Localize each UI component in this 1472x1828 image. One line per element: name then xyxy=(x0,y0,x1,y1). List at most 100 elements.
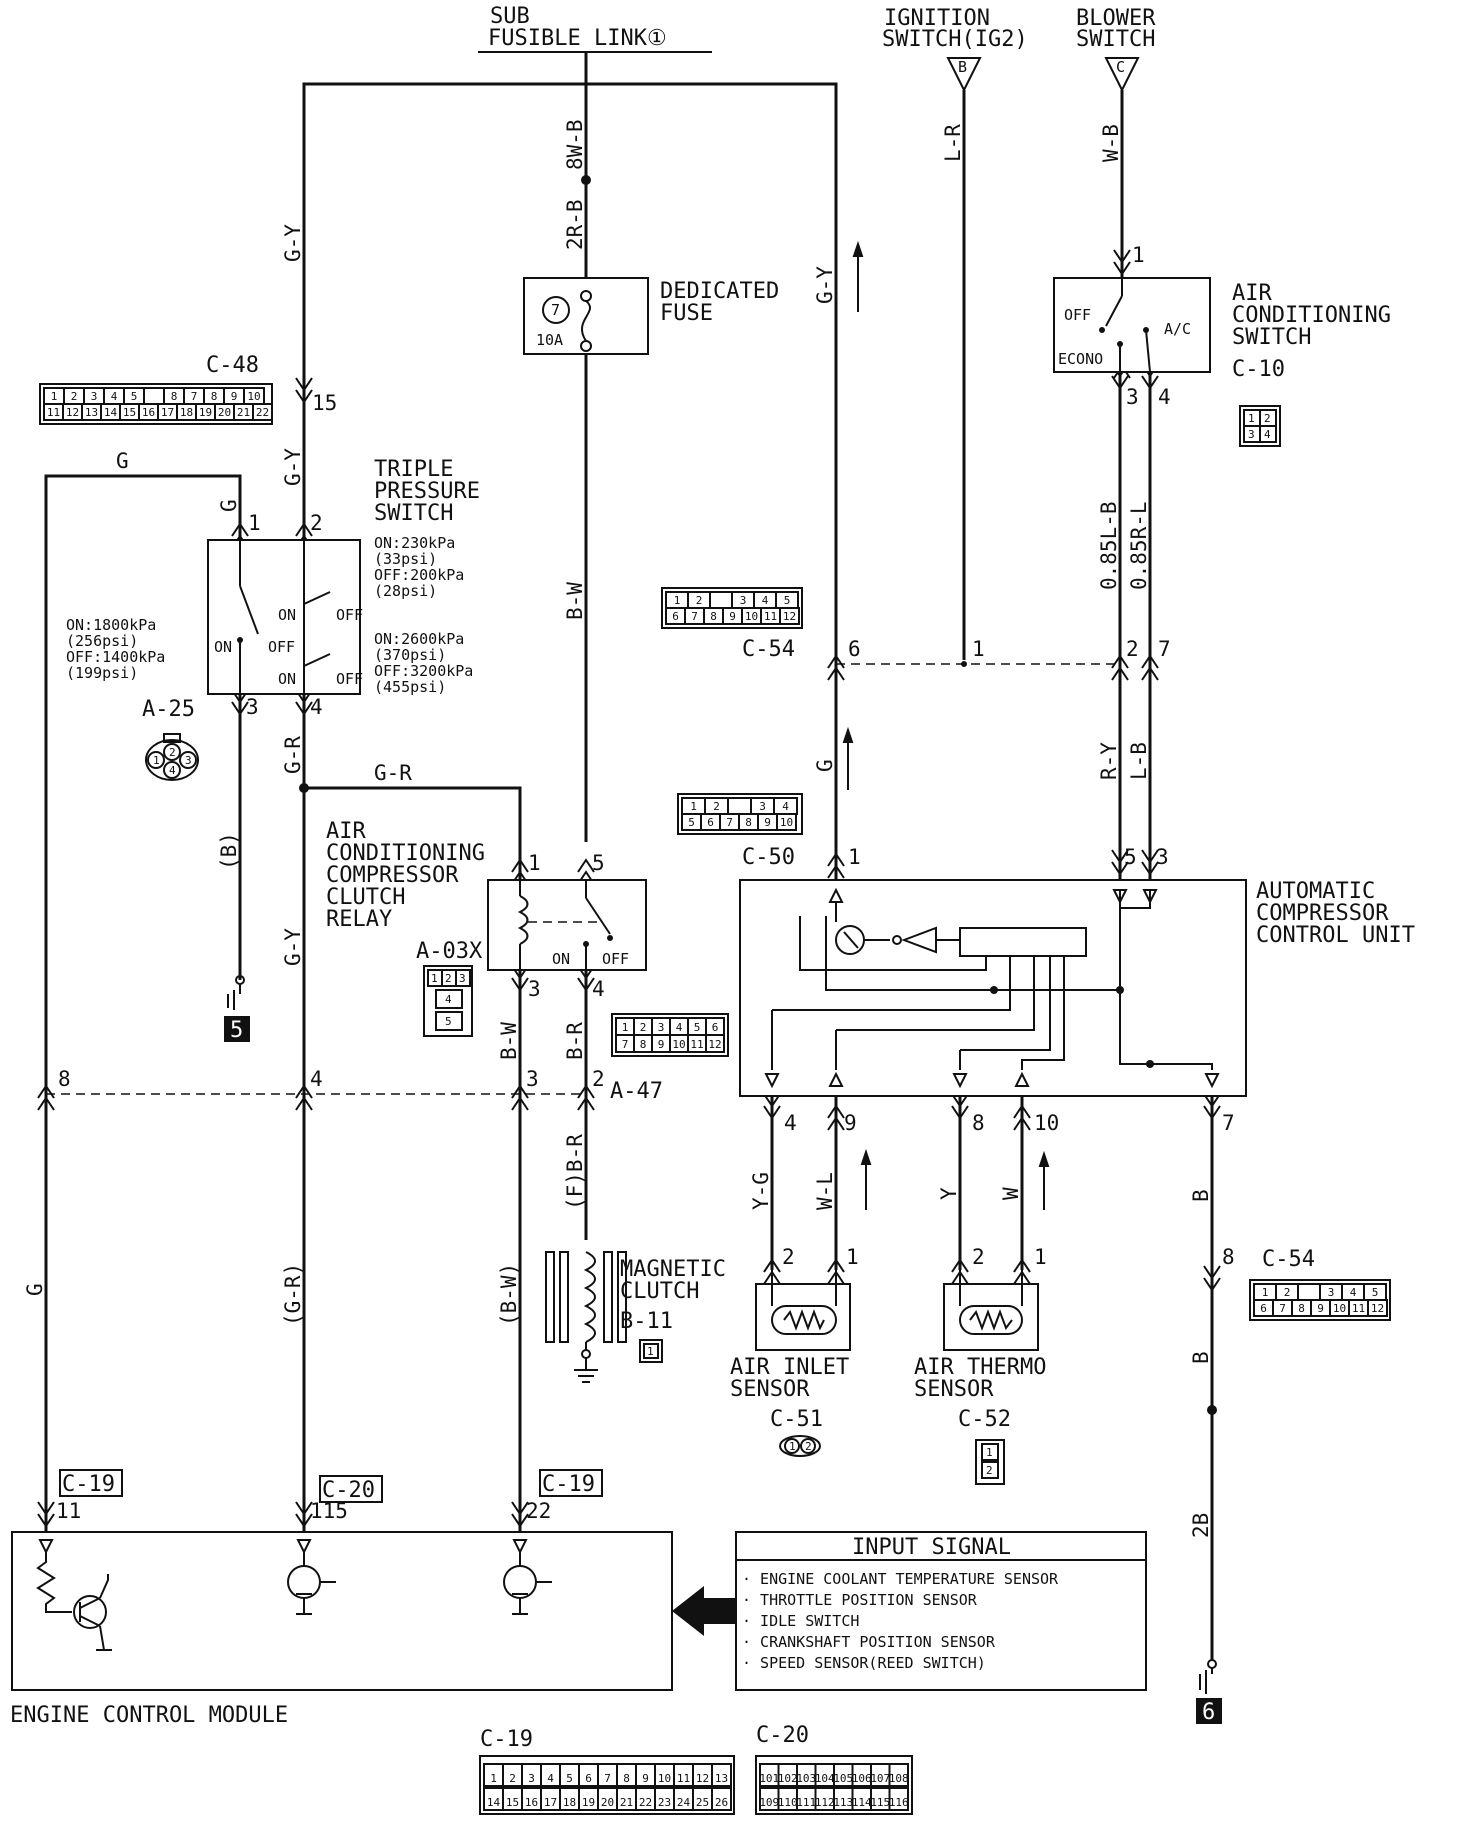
connector-pin-number: 12 xyxy=(66,406,79,419)
connector-pin-cell xyxy=(1367,1299,1388,1317)
engine-control-module: ENGINE CONTROL MODULE xyxy=(10,1531,673,1728)
connector-pin-number: 102 xyxy=(778,1772,798,1785)
connector-pin-number: 7 xyxy=(604,1772,611,1785)
connector-pin-number: 8 xyxy=(745,816,752,829)
svg-text:4: 4 xyxy=(169,764,176,777)
connector-pin-number: 11 xyxy=(47,406,60,419)
blower-switch-connector: C xyxy=(1104,57,1140,93)
svg-text:L-B: L-B xyxy=(1127,742,1151,780)
svg-text:3: 3 xyxy=(1248,428,1255,441)
connector-pin-number: 4 xyxy=(762,594,769,607)
svg-text:4: 4 xyxy=(445,993,452,1006)
svg-text:G: G xyxy=(23,1283,47,1296)
svg-text:FUSIBLE LINK①: FUSIBLE LINK① xyxy=(488,26,667,51)
svg-text:ON: ON xyxy=(278,606,296,624)
svg-text:CONTROL UNIT: CONTROL UNIT xyxy=(1256,923,1415,948)
svg-text:7: 7 xyxy=(1222,1111,1235,1135)
svg-text:R-Y: R-Y xyxy=(1097,742,1121,780)
connector-pin-number: 5 xyxy=(1372,1286,1379,1299)
svg-text:15: 15 xyxy=(312,391,337,415)
svg-text:(370psi): (370psi) xyxy=(374,646,446,664)
connector-pin-number: 9 xyxy=(642,1772,649,1785)
svg-text:G-Y: G-Y xyxy=(281,224,305,262)
svg-text:AIR THERMO: AIR THERMO xyxy=(914,1355,1046,1380)
connector-pin-number: 2 xyxy=(696,594,703,607)
svg-text:(256psi): (256psi) xyxy=(66,632,138,650)
svg-text:(G-R): (G-R) xyxy=(281,1263,305,1326)
svg-text:BLOWER: BLOWER xyxy=(1076,6,1156,31)
connector-pin-number: 19 xyxy=(582,1796,595,1809)
connector-pin-number: 8 xyxy=(640,1038,647,1051)
connector-pin-number: 5 xyxy=(131,390,138,403)
connector-pin-cell xyxy=(727,797,752,815)
svg-text:SWITCH(IG2): SWITCH(IG2) xyxy=(882,27,1028,52)
svg-text:C: C xyxy=(1116,58,1125,76)
svg-text:· SPEED SENSOR(REED SWITCH): · SPEED SENSOR(REED SWITCH) xyxy=(742,1654,986,1672)
svg-text:OFF: OFF xyxy=(1064,306,1091,324)
svg-text:SWITCH: SWITCH xyxy=(374,501,453,526)
svg-text:AIR INLET: AIR INLET xyxy=(730,1355,849,1380)
connector-a25: A-25 1 2 4 3 xyxy=(142,697,199,781)
connector-pin-number: 7 xyxy=(691,610,698,623)
svg-text:B: B xyxy=(1189,1351,1213,1364)
signal-arrows xyxy=(842,240,1050,1210)
svg-text:C-50: C-50 xyxy=(742,845,795,870)
svg-text:C-20: C-20 xyxy=(756,1723,809,1748)
svg-text:1: 1 xyxy=(248,511,261,535)
connector-pin-number: 109 xyxy=(759,1796,779,1809)
svg-text:G-R: G-R xyxy=(374,761,412,785)
connector-pin-cell xyxy=(776,813,797,831)
svg-text:RELAY: RELAY xyxy=(326,907,392,932)
svg-text:(F)B-R: (F)B-R xyxy=(563,1134,587,1210)
svg-text:4: 4 xyxy=(310,695,323,719)
connector-pin-number: 10 xyxy=(780,816,793,829)
svg-text:3: 3 xyxy=(526,1067,539,1091)
svg-text:C-54: C-54 xyxy=(1262,1247,1315,1272)
connector-pin-number: 107 xyxy=(870,1772,890,1785)
connector-pin-number: 10 xyxy=(658,1772,671,1785)
connector-pin-number: 116 xyxy=(889,1796,909,1809)
connector-pin-number: 6 xyxy=(672,610,679,623)
svg-text:TRIPLE: TRIPLE xyxy=(374,457,453,482)
connector-pin-number: 18 xyxy=(563,1796,576,1809)
svg-text:ON: ON xyxy=(214,638,232,656)
connector-pin-number: 15 xyxy=(506,1796,519,1809)
connector-pin-number: 2 xyxy=(71,390,78,403)
svg-text:G: G xyxy=(116,449,129,473)
svg-text:0.85R-L: 0.85R-L xyxy=(1127,501,1151,590)
connector-pin-number: 112 xyxy=(815,1796,835,1809)
connector-pin-number: 14 xyxy=(487,1796,501,1809)
svg-text:1: 1 xyxy=(848,845,861,869)
connector-pin-number: 23 xyxy=(658,1796,671,1809)
svg-text:ECONO: ECONO xyxy=(1058,350,1103,368)
connector-pin-number: 21 xyxy=(237,406,250,419)
connector-a03x: 1 2 3 4 5 xyxy=(423,965,473,1037)
connector-pin-number: 3 xyxy=(759,800,766,813)
ignition-switch-label: IGNITION SWITCH(IG2) xyxy=(882,6,1028,52)
connector-pin-number: 1 xyxy=(51,390,58,403)
connector-pin-number: 6 xyxy=(585,1772,592,1785)
svg-text:6: 6 xyxy=(848,637,861,661)
svg-text:A-47: A-47 xyxy=(610,1079,663,1104)
air-inlet-sensor: AIR INLET SENSOR C-51 xyxy=(730,1270,851,1432)
connector-pin-number: 24 xyxy=(677,1796,691,1809)
svg-text:W-L: W-L xyxy=(813,1172,837,1210)
svg-text:2: 2 xyxy=(986,1464,993,1477)
svg-text:C-20: C-20 xyxy=(322,1478,375,1503)
air-thermo-sensor: AIR THERMO SENSOR C-52 xyxy=(914,1270,1046,1432)
connector-pin-number: 105 xyxy=(833,1772,853,1785)
svg-text:COMPRESSOR: COMPRESSOR xyxy=(326,863,459,888)
connector-pin-number: 3 xyxy=(91,390,98,403)
connector-pin-number: 5 xyxy=(566,1772,573,1785)
svg-text:3: 3 xyxy=(459,972,466,985)
connector-pin-number: 8 xyxy=(211,390,218,403)
connector-pin-number: 10 xyxy=(1333,1302,1346,1315)
svg-text:6: 6 xyxy=(1202,1700,1215,1725)
svg-text:CLUTCH: CLUTCH xyxy=(620,1279,699,1304)
connector-pin-number: 7 xyxy=(622,1038,629,1051)
svg-text:(B): (B) xyxy=(217,832,241,870)
svg-text:1: 1 xyxy=(1248,412,1255,425)
